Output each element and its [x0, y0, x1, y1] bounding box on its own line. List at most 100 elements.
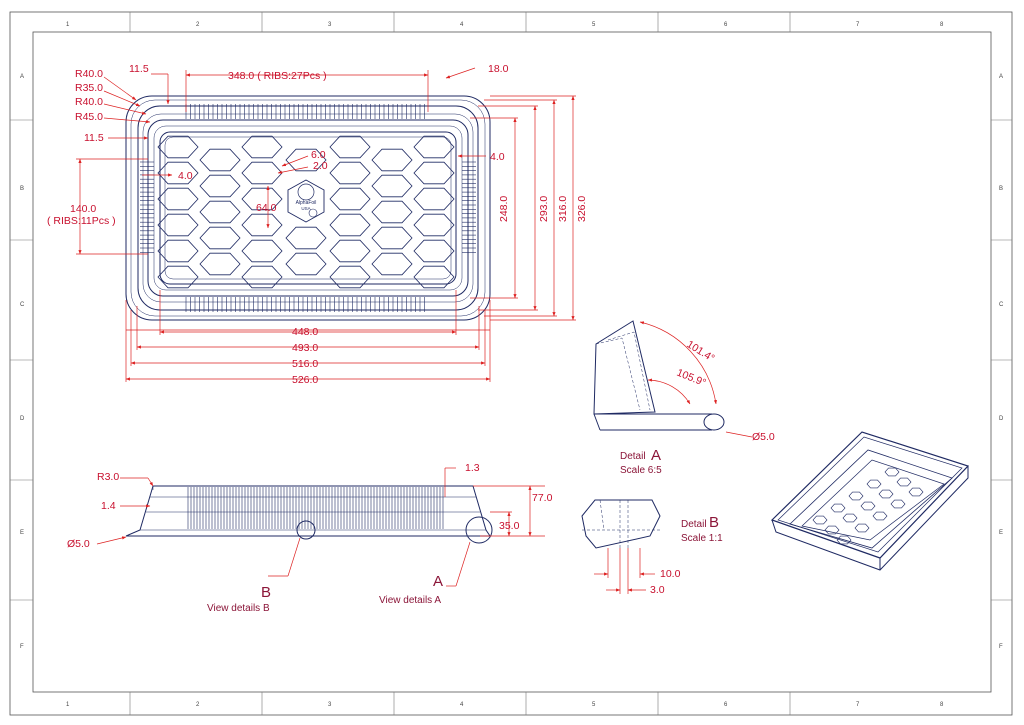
left-ribs — [140, 161, 154, 253]
hex-cell — [371, 200, 413, 224]
hex-cell — [371, 226, 413, 250]
hex-cell — [413, 213, 455, 237]
iso-hex-cell — [896, 477, 912, 487]
row-label-e: E — [20, 530, 24, 536]
row-label-c: C — [20, 302, 25, 308]
hex-cell — [157, 213, 199, 237]
col-label-b3: 3 — [328, 702, 332, 708]
detail-a-caption: Detail A Scale 6:5 — [620, 447, 662, 476]
col-label-1: 1 — [66, 22, 70, 28]
hex-cell — [329, 265, 371, 289]
callout-b-letter: B — [261, 584, 271, 601]
dim-11-5-top: 11.5 — [129, 63, 149, 75]
iso-hex-cell — [812, 515, 828, 525]
dim-6: 6.0 — [311, 149, 326, 161]
dim-35: 35.0 — [499, 520, 520, 532]
iso-hex-cell — [878, 489, 894, 499]
dim-r45: R45.0 — [75, 111, 103, 123]
isometric-tray — [770, 431, 970, 571]
col-label-b6: 6 — [724, 702, 728, 708]
detail-a-title: Detail — [620, 451, 646, 462]
dim-dia5-detail: Ø5.0 — [752, 431, 775, 443]
bottom-ribs — [185, 297, 425, 312]
detail-a-drawing — [593, 320, 725, 431]
hex-cell — [199, 200, 241, 224]
detail-a-scale: Scale 6:5 — [620, 465, 662, 476]
row-label-f: F — [20, 644, 24, 650]
col-label-4: 4 — [460, 22, 464, 28]
hex-cell — [241, 213, 283, 237]
callout-circle-a — [465, 516, 493, 544]
dim-1-3: 1.3 — [465, 462, 480, 474]
hex-cell — [157, 239, 199, 263]
inner-frame — [32, 31, 992, 693]
hex-cell — [241, 239, 283, 263]
iso-hex-cell — [860, 501, 876, 511]
dim-316: 316.0 — [557, 196, 569, 222]
dim-dia5-side: Ø5.0 — [67, 538, 90, 550]
side-view-dimension-text: R3.0 1.4 Ø5.0 1.3 77.0 35.0 — [67, 462, 553, 550]
dim-2: 2.0 — [313, 160, 328, 172]
detail-b-letter: B — [709, 514, 719, 531]
callout-b: B View details B — [207, 584, 271, 614]
iso-hex-cell — [866, 479, 882, 489]
hex-cell — [241, 161, 283, 185]
grid-labels: 1 2 3 4 5 6 7 8 1 2 3 4 5 6 7 8 A B C D … — [20, 22, 1004, 708]
detail-b-caption: Detail B Scale 1:1 — [681, 514, 723, 544]
col-label-b7: 7 — [856, 702, 860, 708]
detail-a-letter: A — [651, 447, 661, 464]
dim-493: 493.0 — [292, 342, 318, 354]
row-label-rc: C — [999, 302, 1004, 308]
side-view-dimension-lines — [96, 467, 545, 587]
callout-a: A View details A — [379, 573, 443, 606]
detail-b-dimension-text: 10.0 3.0 — [650, 568, 681, 596]
iso-hex-cell — [830, 503, 846, 513]
dim-326: 326.0 — [576, 196, 588, 222]
side-view-tray — [125, 485, 491, 537]
col-label-b2: 2 — [196, 702, 200, 708]
hex-cell — [199, 174, 241, 198]
col-label-8: 8 — [940, 22, 944, 28]
callout-a-text: View details A — [379, 595, 441, 606]
iso-hex-cell — [854, 523, 870, 533]
top-ribs — [185, 104, 425, 119]
iso-hex-cell — [824, 525, 840, 535]
col-label-b4: 4 — [460, 702, 464, 708]
iso-hex-cell — [842, 513, 858, 523]
detail-b-scale: Scale 1:1 — [681, 533, 723, 544]
dim-10: 10.0 — [660, 568, 681, 580]
row-label-b: B — [20, 186, 24, 192]
dim-293: 293.0 — [538, 196, 550, 222]
center-logo: AlphaFoil USA — [287, 179, 325, 223]
hex-cell — [329, 135, 371, 159]
callout-circle-b — [296, 520, 316, 540]
dim-448: 448.0 — [292, 326, 318, 338]
hex-cell — [157, 265, 199, 289]
side-view-ribs — [187, 487, 444, 529]
detail-b-title: Detail — [681, 519, 707, 530]
dim-11-5-side: 11.5 — [84, 132, 104, 144]
dim-r40-b: R40.0 — [75, 96, 103, 108]
col-label-3: 3 — [328, 22, 332, 28]
hex-cell — [413, 187, 455, 211]
hex-cell — [413, 265, 455, 289]
iso-hex-cell — [884, 467, 900, 477]
detail-a-dimension-lines — [639, 321, 753, 438]
hex-cell — [329, 187, 371, 211]
hex-cell — [199, 226, 241, 250]
dim-1-4: 1.4 — [101, 500, 116, 512]
dim-r3: R3.0 — [97, 471, 119, 483]
row-label-rf: F — [999, 644, 1003, 650]
iso-hex-cell — [872, 511, 888, 521]
dim-516: 516.0 — [292, 358, 318, 370]
detail-a-dimension-text: 101.4° 105.9° Ø5.0 — [675, 338, 775, 443]
hex-cell — [329, 161, 371, 185]
dim-77: 77.0 — [532, 492, 553, 504]
callout-a-letter: A — [433, 573, 443, 590]
hex-cell — [199, 148, 241, 172]
row-label-d: D — [20, 416, 25, 422]
hexagon-pattern — [157, 135, 455, 289]
iso-hex-cell — [848, 491, 864, 501]
hex-cell — [413, 239, 455, 263]
dim-18: 18.0 — [488, 63, 509, 75]
